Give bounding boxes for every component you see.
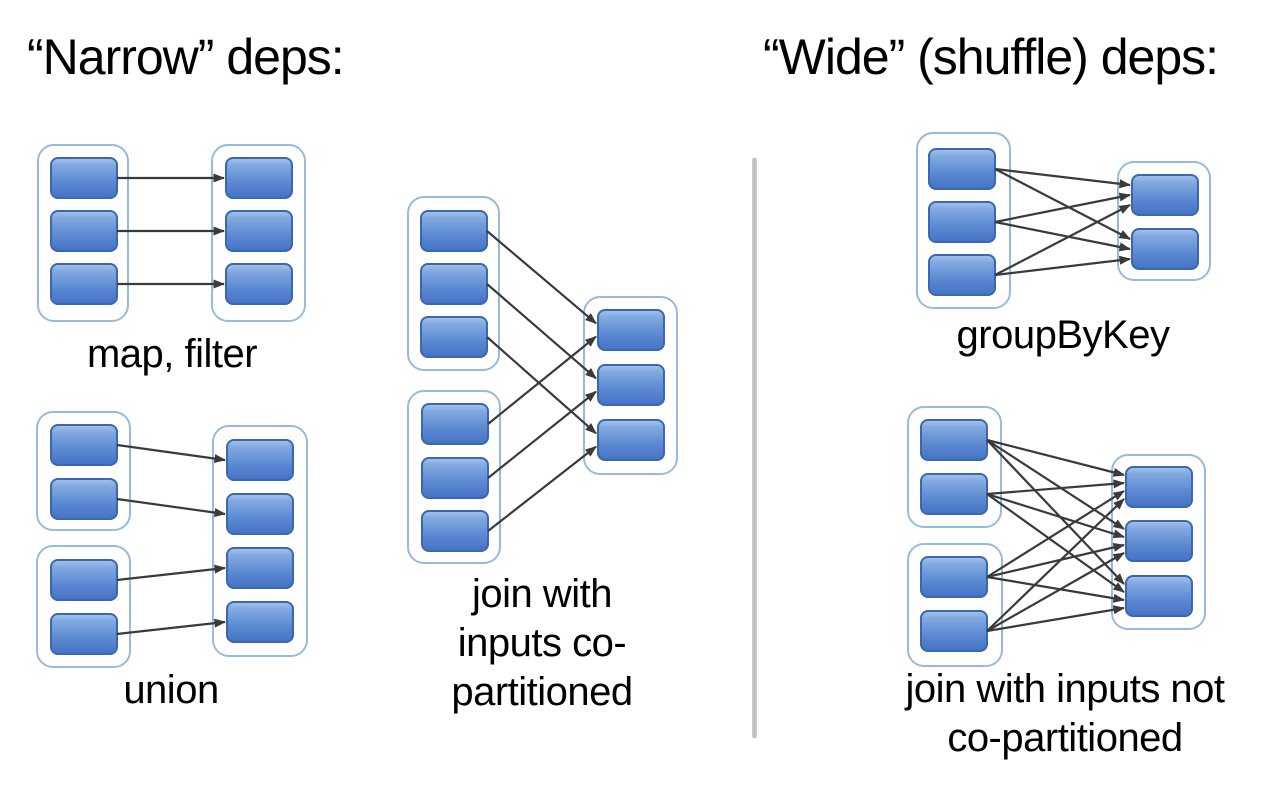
dependency-arrow: [994, 168, 1131, 240]
diagram-map_filter: [37, 144, 306, 322]
narrow-deps-title: “Narrow” deps:: [27, 29, 345, 85]
partition-rect: [420, 263, 488, 305]
partition-rect: [420, 210, 488, 252]
diagram-union: [36, 411, 308, 668]
partition-rect: [226, 547, 294, 589]
rdd-container-output-rdd: [212, 425, 308, 657]
partition-rect: [928, 201, 996, 243]
partition-rect: [50, 263, 118, 305]
diagram-join_not_copartitioned: [907, 406, 1206, 667]
dependency-arrow: [986, 479, 1125, 496]
partition-rect: [50, 210, 118, 252]
partition-rect: [50, 424, 118, 466]
partition-rect: [1131, 228, 1199, 270]
partition-rect: [226, 493, 294, 535]
dependency-arrow: [486, 336, 597, 435]
dependency-arrow: [986, 492, 1125, 539]
label-join-not-copartitioned: join with inputs not co-partitioned: [905, 667, 1225, 760]
section-divider: [752, 158, 757, 738]
dependency-arrow: [994, 255, 1131, 277]
dependency-arrow: [487, 445, 597, 532]
partition-rect: [1125, 575, 1193, 617]
partition-rect: [597, 364, 665, 406]
partition-rect: [225, 210, 293, 252]
label-union: union: [123, 668, 219, 712]
dependency-arrow: [994, 192, 1131, 224]
dependency-arrow: [116, 564, 226, 582]
partition-rect: [1125, 520, 1193, 562]
label-map-filter: map, filter: [86, 332, 258, 376]
dependency-arrow: [986, 552, 1125, 632]
dependency-arrow: [986, 498, 1125, 632]
partition-rect: [225, 157, 293, 199]
partition-rect: [50, 157, 118, 199]
partition-rect: [50, 559, 118, 601]
dependency-arrow: [986, 490, 1125, 578]
partition-rect: [920, 473, 988, 515]
diagram-groupbykey: [916, 132, 1211, 309]
dependency-arrow: [986, 439, 1125, 585]
dependency-arrow: [116, 497, 226, 518]
dependency-arrow: [986, 605, 1125, 633]
partition-rect: [920, 556, 988, 598]
partition-rect: [421, 510, 489, 552]
dependency-arrow: [994, 204, 1131, 276]
partition-rect: [1131, 174, 1199, 216]
wide-deps-title: “Wide” (shuffle) deps:: [763, 29, 1219, 85]
partition-rect: [1125, 466, 1193, 508]
partition-rect: [928, 254, 996, 296]
dependency-arrow: [487, 390, 597, 479]
dependency-arrow: [486, 283, 597, 380]
partition-rect: [421, 403, 489, 445]
dependency-arrow: [486, 230, 597, 325]
dependency-arrow: [986, 439, 1125, 530]
dependency-arrow: [116, 618, 226, 636]
label-groupbykey: groupByKey: [956, 313, 1170, 357]
dependency-arrow: [986, 543, 1125, 579]
dependency-arrow: [994, 167, 1131, 189]
partition-rect: [50, 478, 118, 520]
partition-rect: [920, 610, 988, 652]
dependency-arrow: [487, 335, 597, 425]
diagram-join_copartitioned: [407, 196, 678, 564]
partition-rect: [225, 263, 293, 305]
dependency-arrow: [986, 493, 1125, 593]
partition-rect: [597, 309, 665, 351]
partition-rect: [50, 613, 118, 655]
partition-rect: [920, 419, 988, 461]
label-join-copartitioned: join with inputs co- partitioned: [451, 572, 633, 714]
partition-rect: [226, 601, 294, 643]
partition-rect: [226, 439, 294, 481]
partition-rect: [597, 419, 665, 461]
dependency-arrow: [116, 443, 226, 464]
partition-rect: [928, 148, 996, 190]
dependency-arrow: [986, 438, 1125, 477]
dependency-arrow: [986, 575, 1125, 603]
partition-rect: [421, 457, 489, 499]
partition-rect: [420, 316, 488, 358]
dependency-arrow: [994, 220, 1131, 252]
